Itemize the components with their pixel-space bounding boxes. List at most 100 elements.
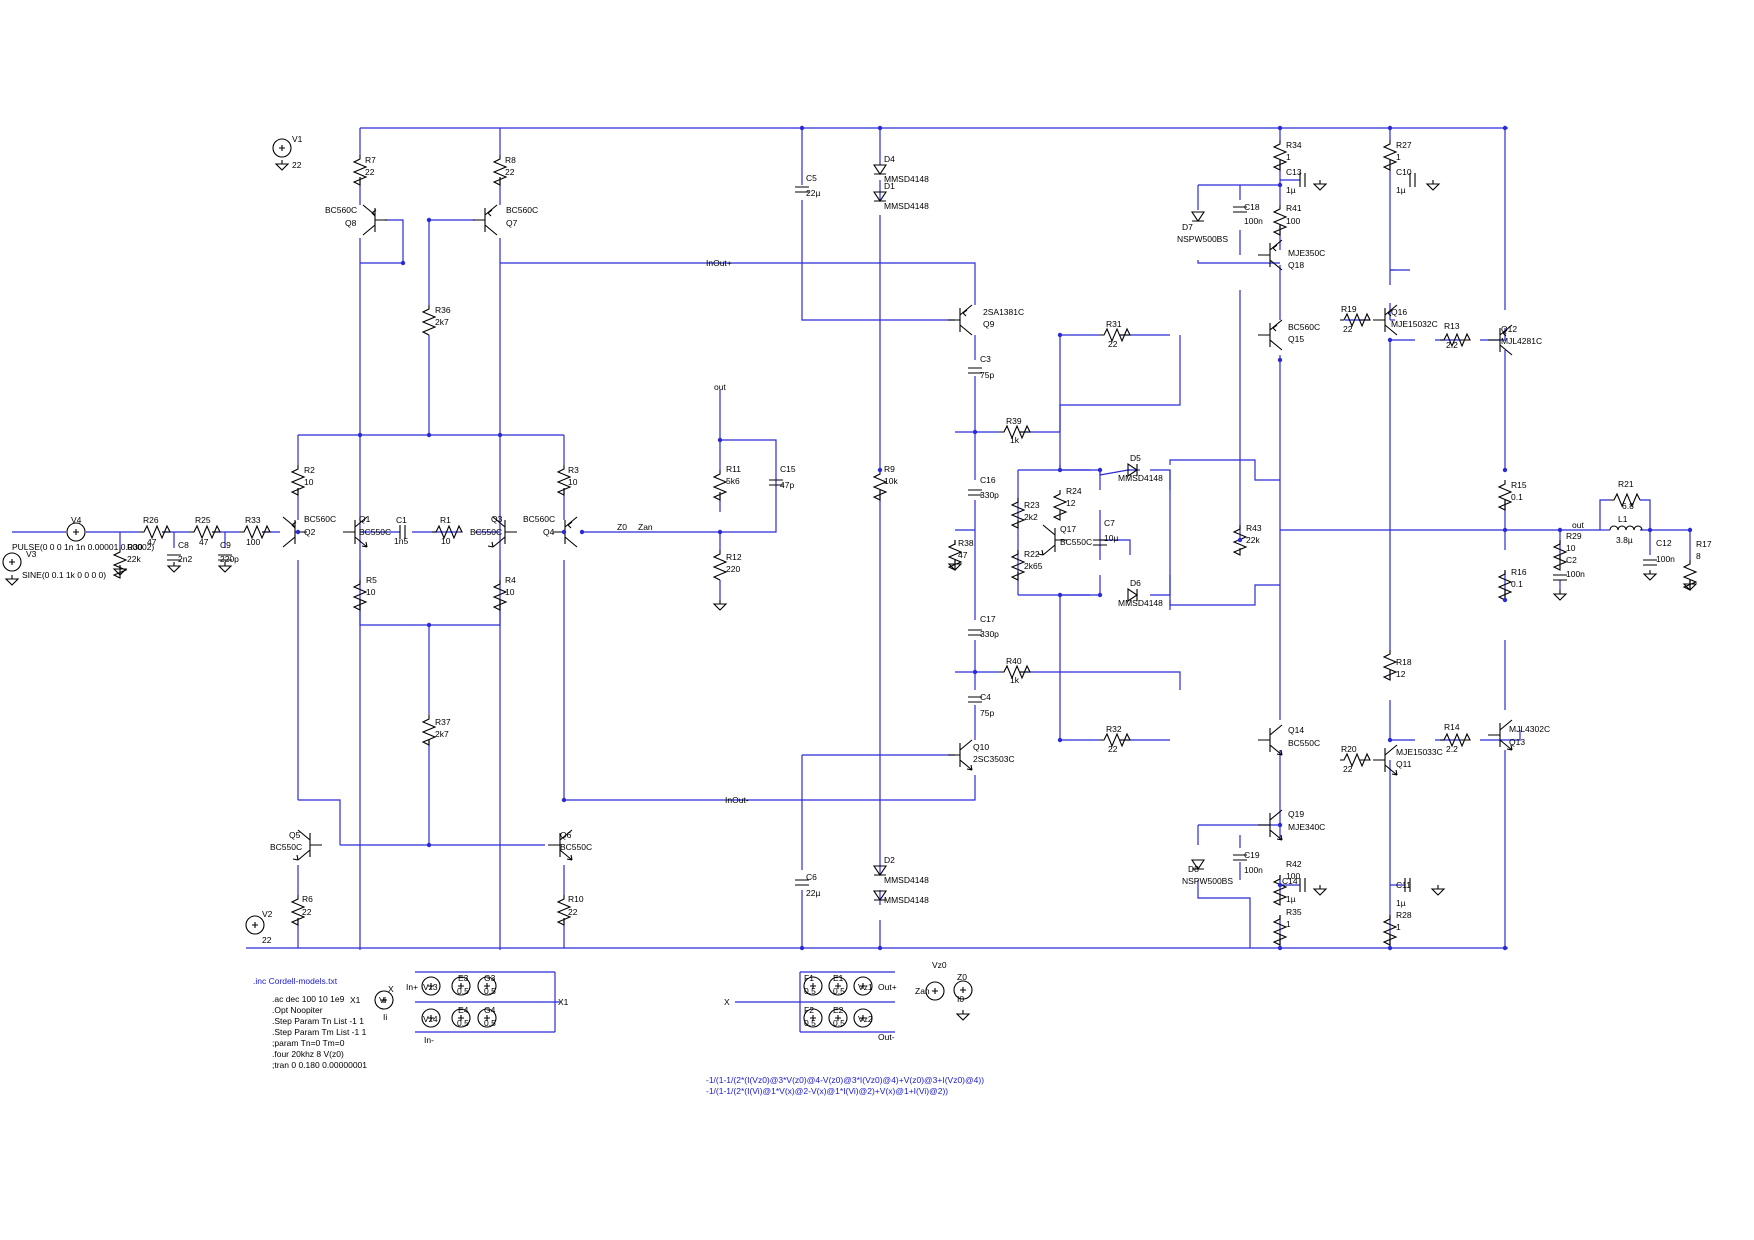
- label-xb: X: [724, 997, 730, 1007]
- wire: [1018, 469, 1101, 490]
- ground-symbol: [274, 160, 290, 171]
- wire: [801, 200, 955, 321]
- junction-dot: [1502, 945, 1508, 951]
- label-r4v: 10: [505, 587, 515, 597]
- label-d8m: NSPW500BS: [1182, 876, 1233, 886]
- resistor-R3: [556, 465, 572, 496]
- transistor-Q3: [492, 516, 517, 548]
- capacitor-C1: [399, 525, 406, 539]
- label-r24v: 12: [1066, 498, 1076, 508]
- label-r22: R22: [1024, 549, 1040, 559]
- label-vz0: Vz0: [932, 960, 947, 970]
- transistor-arrow: [1272, 324, 1278, 332]
- label-r39: R39: [1006, 416, 1022, 426]
- junction-dot: [1387, 737, 1393, 743]
- label-r36: R36: [435, 305, 451, 315]
- source-sign: [484, 1015, 490, 1021]
- label-d5m: MMSD4148: [1118, 473, 1163, 483]
- junction-dot: [1237, 537, 1243, 543]
- label-c9v: 220p: [220, 554, 239, 564]
- resistor-R12: [712, 550, 728, 581]
- wire: [359, 600, 501, 626]
- junction-dot: [972, 429, 978, 435]
- label-d6: D6: [1130, 578, 1141, 588]
- capacitor-C2: [1553, 574, 1567, 581]
- label-c3v: 75p: [980, 370, 994, 380]
- label-q9m: 2SA1381C: [983, 307, 1024, 317]
- label-d1: D1: [884, 181, 895, 191]
- diode-D6: [1127, 587, 1138, 603]
- label-d3m: MMSD4148: [884, 895, 929, 905]
- junction-dot: [1502, 467, 1508, 473]
- transistor-arrow: [1276, 834, 1283, 841]
- resistor-R21: [1610, 492, 1641, 508]
- label-r17v: 8: [1696, 551, 1701, 561]
- transistor-Q2: [282, 516, 307, 548]
- source-sign: [252, 922, 258, 928]
- junction-dot: [1502, 597, 1508, 603]
- resistor-R4: [492, 580, 508, 611]
- label-c9: C9: [220, 540, 231, 550]
- label-c5v: 22µ: [806, 188, 820, 198]
- label-vz3: Vz3: [423, 982, 438, 992]
- label-q1m: BC550C: [359, 527, 391, 537]
- label-r35v: 1: [1286, 919, 1291, 929]
- junction-dot: [561, 529, 567, 535]
- resistor-R24: [1052, 490, 1068, 521]
- resistor-R32: [1100, 732, 1131, 748]
- directive-line: .Step Param Tm List -1 1: [272, 1027, 367, 1037]
- label-c14: C14: [1282, 876, 1298, 886]
- label-e2v: 0.5: [833, 1018, 845, 1028]
- source-sign: [458, 983, 464, 989]
- label-c2v: 100n: [1566, 569, 1585, 579]
- resistor-R37: [421, 715, 437, 746]
- capacitor-C15: [769, 479, 783, 486]
- label-r37: R37: [435, 717, 451, 727]
- label-c3: C3: [980, 354, 991, 364]
- capacitor-C10: [1409, 173, 1416, 187]
- transistor-arrow: [292, 854, 299, 861]
- label-r43v: 22k: [1246, 535, 1260, 545]
- source-sign: [932, 988, 938, 994]
- label-out2: out: [1572, 520, 1584, 530]
- transistor-Q12: [1488, 324, 1513, 356]
- label-x1b: X1: [558, 997, 569, 1007]
- transistor-arrow: [371, 209, 377, 217]
- junction-dot: [1687, 527, 1693, 533]
- diode-D5: [1127, 462, 1138, 478]
- label-g3v: 0.5: [484, 986, 496, 996]
- label-q13m: MJL4302C: [1509, 724, 1550, 734]
- label-v2v: 22: [262, 935, 272, 945]
- transistor-Q15: [1258, 319, 1283, 351]
- wire: [1020, 671, 1181, 690]
- resistor-R43: [1232, 525, 1248, 556]
- resistor-R1: [432, 524, 463, 540]
- capacitor-C6: [795, 879, 809, 886]
- resistor-R41: [1272, 205, 1288, 236]
- resistor-R2: [290, 465, 306, 496]
- label-r5: R5: [366, 575, 377, 585]
- diode-D2: [872, 865, 888, 876]
- junction-dot: [1387, 945, 1393, 951]
- transistor-arrow: [1037, 549, 1044, 556]
- label-r42v: 100: [1286, 871, 1300, 881]
- transistor-arrow: [1276, 749, 1283, 756]
- directives-block: .inc Cordell-models.txt .ac dec 100 10 1…: [253, 976, 984, 1096]
- wire: [1169, 459, 1280, 481]
- label-r28v: 1: [1396, 922, 1401, 932]
- label-l1: L1: [1618, 514, 1628, 524]
- label-q8m: BC560C: [325, 205, 357, 215]
- label-r6: R6: [302, 894, 313, 904]
- label-r8: R8: [505, 155, 516, 165]
- resistor-R17: [1682, 560, 1698, 591]
- label-q6: Q6: [560, 830, 572, 840]
- ground-symbol: [4, 575, 20, 586]
- junction-dot: [1647, 527, 1653, 533]
- label-r29: R29: [1566, 531, 1582, 541]
- junction-dot: [1057, 332, 1063, 338]
- label-c19v: 100n: [1244, 865, 1263, 875]
- resistor-R19: [1340, 312, 1371, 328]
- label-e1v: 0.5: [833, 986, 845, 996]
- wire: [1197, 880, 1251, 948]
- wire: [500, 262, 976, 305]
